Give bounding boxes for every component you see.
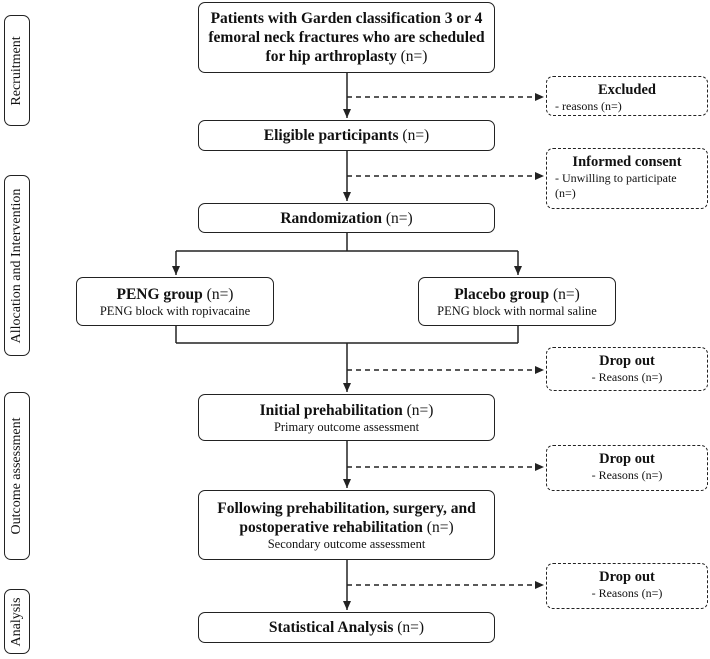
stage-analysis: Analysis [4, 589, 30, 654]
peng-group-box: PENG group (n=) PENG block with ropivaca… [76, 277, 274, 326]
statistical-analysis-box: Statistical Analysis (n=) [198, 612, 495, 643]
dropout3-title: Drop out [599, 569, 655, 585]
stage-allocation-label: Allocation and Intervention [9, 188, 24, 343]
eligible-title: Eligible participants [263, 127, 399, 144]
dropout1-title: Drop out [599, 353, 655, 369]
dropout-box-1: Drop out - Reasons (n=) [546, 347, 708, 391]
dropout3-reasons: - Reasons (n=) [591, 586, 663, 600]
statistical-title: Statistical Analysis [268, 619, 394, 636]
excluded-reasons: - reasons (n=) [555, 99, 622, 113]
randomization-title: Randomization [280, 209, 382, 227]
dropout2-title: Drop out [599, 451, 655, 467]
peng-n: (n=) [206, 285, 234, 303]
statistical-n: (n=) [397, 619, 425, 636]
stage-outcome: Outcome assessment [4, 392, 30, 560]
placebo-sub: PENG block with normal saline [437, 303, 597, 318]
consent-title: Informed consent [572, 154, 682, 170]
initial-n: (n=) [406, 401, 434, 419]
placebo-title: Placebo group [454, 285, 550, 303]
stage-allocation: Allocation and Intervention [4, 175, 30, 356]
placebo-n: (n=) [552, 285, 580, 303]
randomization-n: (n=) [385, 209, 413, 227]
dropout-box-3: Drop out - Reasons (n=) [546, 563, 708, 609]
placebo-group-box: Placebo group (n=) PENG block with norma… [418, 277, 616, 326]
peng-sub: PENG block with ropivacaine [99, 303, 251, 318]
patients-title: Patients with Garden classification 3 or… [208, 10, 485, 65]
dropout-box-2: Drop out - Reasons (n=) [546, 445, 708, 491]
dropout2-reasons: - Reasons (n=) [591, 468, 663, 482]
eligible-n: (n=) [402, 127, 430, 144]
stage-recruitment-label: Recruitment [9, 35, 24, 106]
following-n: (n=) [426, 518, 454, 536]
peng-title: PENG group [116, 285, 203, 303]
consent-line2: (n=) [555, 186, 576, 200]
stage-recruitment: Recruitment [4, 15, 30, 126]
randomization-box: Randomization (n=) [198, 203, 495, 233]
consent-line1: - Unwilling to participate [555, 171, 677, 185]
initial-sub: Primary outcome assessment [273, 419, 420, 434]
dropout1-reasons: - Reasons (n=) [591, 370, 663, 384]
stage-outcome-label: Outcome assessment [9, 417, 24, 535]
patients-n: (n=) [400, 48, 428, 65]
excluded-box: Excluded - reasons (n=) [546, 76, 708, 116]
excluded-title: Excluded [597, 82, 656, 98]
following-title: Following prehabilitation, surgery, and … [217, 499, 476, 536]
initial-title: Initial prehabilitation [259, 401, 403, 419]
following-box: Following prehabilitation, surgery, and … [198, 490, 495, 560]
consent-box: Informed consent - Unwilling to particip… [546, 148, 708, 209]
patients-box: Patients with Garden classification 3 or… [198, 2, 495, 73]
initial-prehab-box: Initial prehabilitation (n=) Primary out… [198, 394, 495, 441]
following-sub: Secondary outcome assessment [267, 536, 426, 551]
stage-analysis-label: Analysis [9, 597, 24, 646]
eligible-box: Eligible participants (n=) [198, 120, 495, 151]
